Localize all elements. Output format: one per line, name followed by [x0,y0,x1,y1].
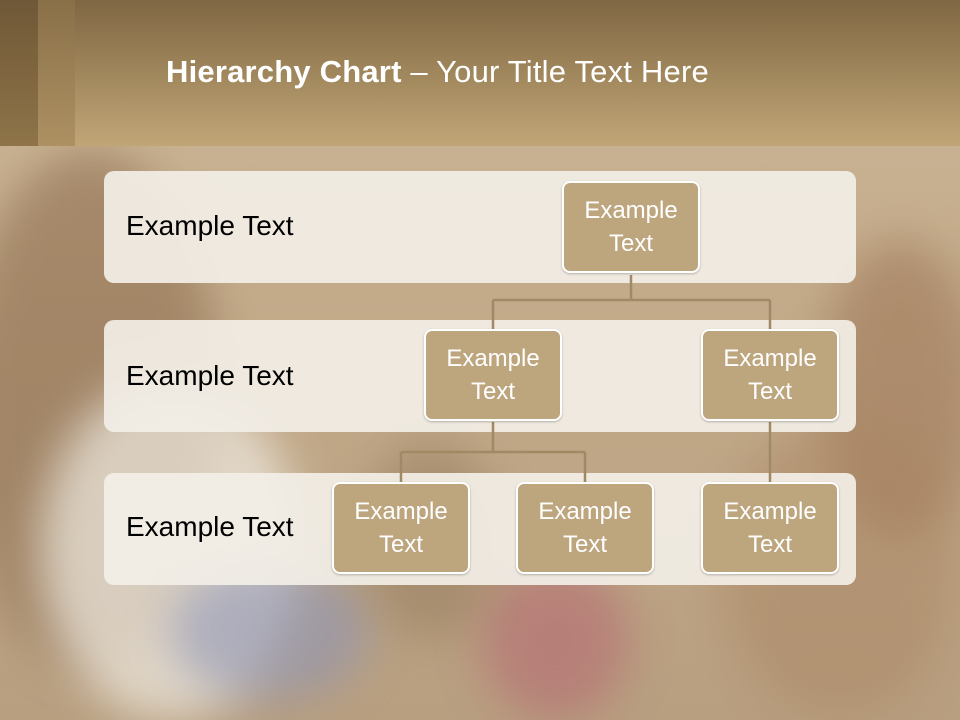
title-rest-part: – Your Title Text Here [401,54,709,89]
connector-left [399,422,587,482]
level-band-1 [104,171,856,283]
node-root[interactable]: Example Text [562,181,700,273]
connector-root [491,275,772,329]
level-label-1[interactable]: Example Text [126,210,294,241]
title-bar: Hierarchy Chart – Your Title Text Here [0,0,960,146]
node-child-right[interactable]: Example Text [701,329,839,421]
slide-title[interactable]: Hierarchy Chart – Your Title Text Here [166,54,709,90]
node-grandchild-2[interactable]: Example Text [516,482,654,574]
title-bold-part: Hierarchy Chart [166,54,402,89]
level-label-2[interactable]: Example Text [126,360,294,391]
node-grandchild-1[interactable]: Example Text [332,482,470,574]
header-accent-block [0,0,38,146]
header-accent-block [38,0,75,146]
node-grandchild-3[interactable]: Example Text [701,482,839,574]
level-label-3[interactable]: Example Text [126,511,294,542]
node-child-left[interactable]: Example Text [424,329,562,421]
